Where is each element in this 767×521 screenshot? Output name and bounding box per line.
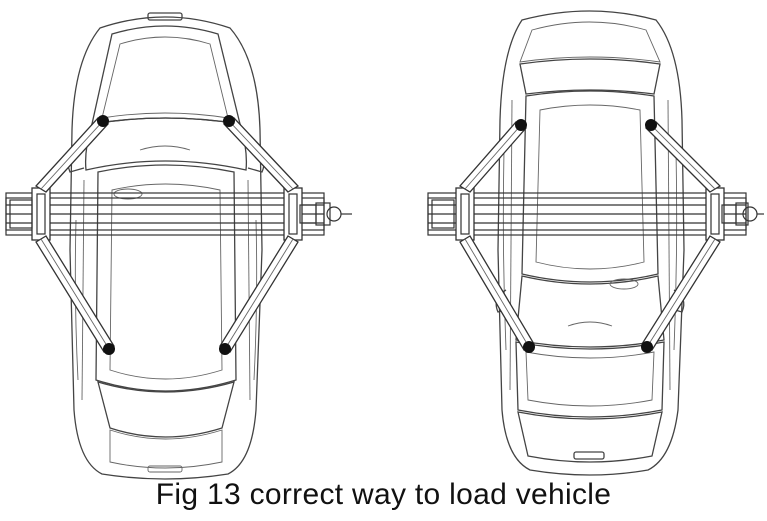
left-rear-right-lift-pad (219, 343, 231, 355)
right-vehicle-assembly (427, 10, 764, 476)
left-front-left-lift-pad (97, 115, 109, 127)
right-vehicle-body (495, 10, 685, 476)
right-rear-right-lift-pad (645, 119, 657, 131)
lift-loading-diagram (5, 10, 764, 480)
left-rear-left-lift-pad (103, 343, 115, 355)
left-lift-frame (5, 187, 352, 241)
right-lift-arms (458, 121, 722, 351)
right-lift-frame (427, 187, 764, 241)
left-vehicle-body (67, 12, 265, 480)
right-front-right-lift-pad (641, 341, 653, 353)
left-front-right-lift-pad (223, 115, 235, 127)
right-rear-left-lift-pad (515, 119, 527, 131)
left-vehicle-assembly (5, 12, 352, 480)
figure-caption: Fig 13 correct way to load vehicle (155, 478, 612, 511)
right-front-left-lift-pad (523, 341, 535, 353)
